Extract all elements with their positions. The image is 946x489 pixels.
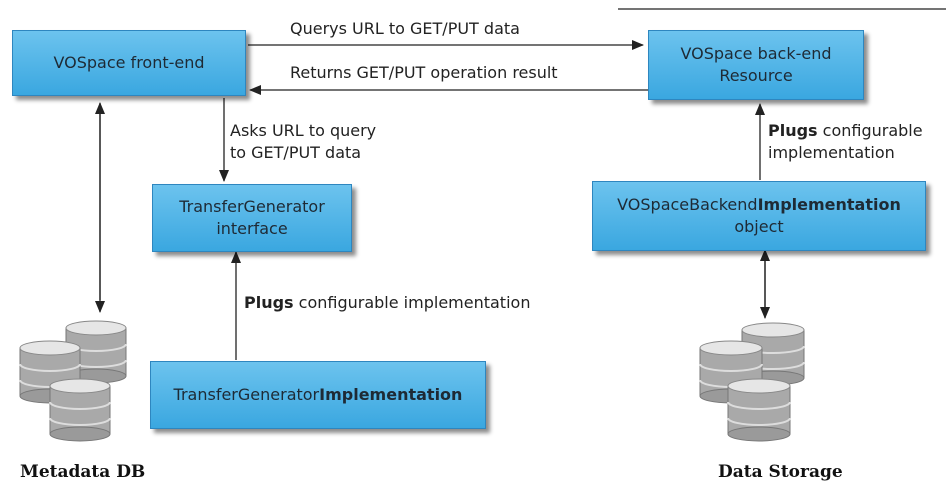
metadata-db-icon	[19, 320, 127, 442]
node-label-line2: interface	[216, 219, 288, 238]
node-vospace-backend: VOSpace back-end Resource	[648, 30, 864, 100]
node-label-line2: object	[734, 217, 784, 236]
node-transfergenerator-interface: TransferGenerator interface	[152, 184, 352, 252]
node-label: VOSpaceBackendImplementation	[617, 195, 901, 214]
node-label: VOSpace back-end	[680, 44, 832, 63]
node-transfergenerator-implementation: TransferGeneratorImplementation	[150, 361, 486, 429]
caption-metadata-db: Metadata DB	[20, 462, 146, 482]
node-vospace-frontend: VOSpace front-end	[12, 30, 246, 96]
database-disk-stack	[49, 378, 111, 442]
edge-label-returns-result: Returns GET/PUT operation result	[290, 63, 558, 82]
node-label: VOSpace front-end	[53, 53, 205, 72]
edge-label-plugs-right: Plugs configurable implementation	[768, 121, 923, 162]
node-label: TransferGeneratorImplementation	[173, 385, 463, 404]
caption-data-storage: Data Storage	[718, 462, 843, 482]
data-storage-icon	[699, 322, 805, 442]
node-label-line2: Resource	[719, 66, 793, 85]
node-label: TransferGenerator	[179, 197, 325, 216]
node-vospace-backend-implementation: VOSpaceBackendImplementation object	[592, 181, 926, 251]
edge-label-plugs-left: Plugs configurable implementation	[244, 293, 531, 312]
edge-label-asks-url: Asks URL to query to GET/PUT data	[230, 121, 377, 162]
edge-label-query-url: Querys URL to GET/PUT data	[290, 19, 520, 38]
database-disk-stack	[727, 378, 791, 442]
